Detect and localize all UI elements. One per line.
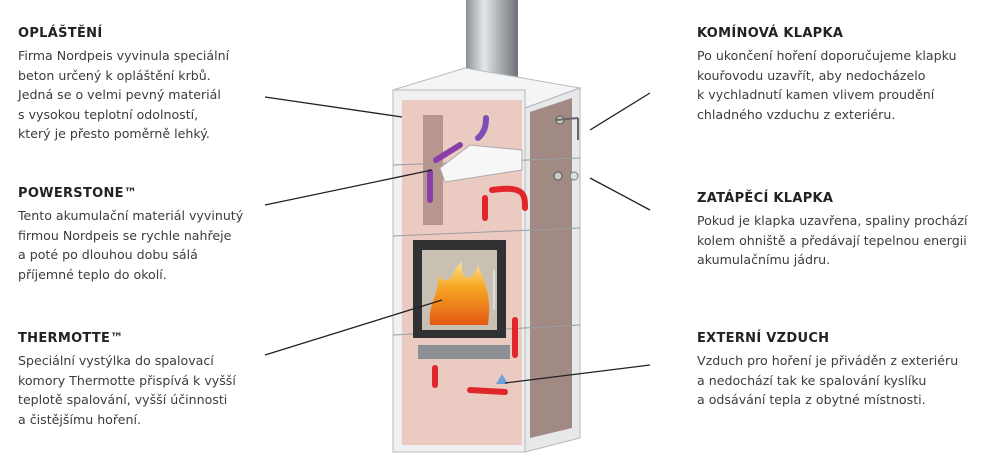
section-title: THERMOTTE™ [18,331,124,346]
door-handle [493,270,495,310]
leader-kominova [589,92,651,131]
leader-thermotte [264,299,443,356]
section-title: EXTERNÍ VZDUCH [697,331,830,346]
start-damper-handle [553,171,563,181]
smoke-arrow [433,142,463,163]
section-text: kolem ohniště a předávají tepelnou energ… [697,232,967,248]
section-text: k vychladnutí kamen vlivem proudění [697,87,935,103]
section-text: Vzduch pro hoření je přiváděn z exteriér… [697,353,959,368]
leader-zatapeci [589,177,651,211]
leader-lines [264,92,651,384]
leader-externi [504,364,651,384]
section-text: Pokud je klapka uzavřena, spaliny prochá… [697,213,968,228]
section-text: příjemné teplo do okolí. [18,266,167,282]
section-text: akumulačnímu jádru. [697,252,831,268]
section-text: Jedná se o velmi pevný materiál [18,87,221,103]
core-side [530,98,572,438]
hot-arrow [467,387,508,395]
leader-opla [264,96,403,118]
section-text: a odsávání tepla z obytné místnosti. [697,392,926,408]
flame [429,262,490,325]
smoke-arrows [427,115,489,203]
segment-line [392,227,581,237]
section-text: komory Thermotte přispívá k vyšší [18,372,236,388]
leader-powerstone [264,169,433,206]
section-thermotte: THERMOTTE™ Speciální vystýlka do spalova… [18,331,298,429]
hot-gas-arrows [432,185,528,395]
section-text: Speciální vystýlka do spalovací [18,353,214,368]
ash-drawer [418,345,510,359]
core-shadow [423,115,443,225]
damper-knob [569,171,579,181]
section-title: ZATÁPĚCÍ KLAPKA [697,191,834,206]
section-text: chladného vzduchu z exteriéru. [697,106,896,122]
baffle-plate [439,144,523,183]
cold-air-arrow [496,374,508,384]
section-text: firmou Nordpeis se rychle nahřeje [18,227,232,243]
section-title: POWERSTONE™ [18,186,138,201]
section-text: Firma Nordpeis vyvinula speciální [18,48,230,63]
section-text: a poté po dlouhou dobu sálá [18,247,198,263]
section-zatapeci-klapka: ZATÁPĚCÍ KLAPKA Pokud je klapka uzavřena… [697,191,977,270]
section-title: OPLÁŠTĚNÍ [18,26,103,41]
section-text: kouřovodu uzavřít, aby nedocházelo [697,67,926,83]
damper-rod [555,117,579,121]
section-text: Po ukončení hoření doporučujeme klapku [697,48,957,63]
section-text: teplotě spalování, vyšší účinnosti [18,392,228,408]
section-text: beton určený k opláštění krbů. [18,67,211,83]
section-title: KOMÍNOVÁ KLAPKA [697,26,844,41]
section-text: a čistějšímu hoření. [18,411,142,427]
section-text: a nedochází tak ke spalování kyslíku [697,372,927,388]
hot-arrow [489,185,528,211]
smoke-arrow [475,115,489,141]
section-powerstone: POWERSTONE™ Tento akumulační materiál vy… [18,186,298,284]
section-text: s vysokou teplotní odolností, [18,106,199,122]
section-externi-vzduch: EXTERNÍ VZDUCH Vzduch pro hoření je přiv… [697,331,977,410]
section-text: který je přesto poměrně lehký. [18,126,210,142]
section-text: Tento akumulační materiál vyvinutý [18,208,244,223]
section-kominova-klapka: KOMÍNOVÁ KLAPKA Po ukončení hoření dopor… [697,26,977,124]
section-oplasteni: OPLÁŠTĚNÍ Firma Nordpeis vyvinula speciá… [18,26,298,144]
